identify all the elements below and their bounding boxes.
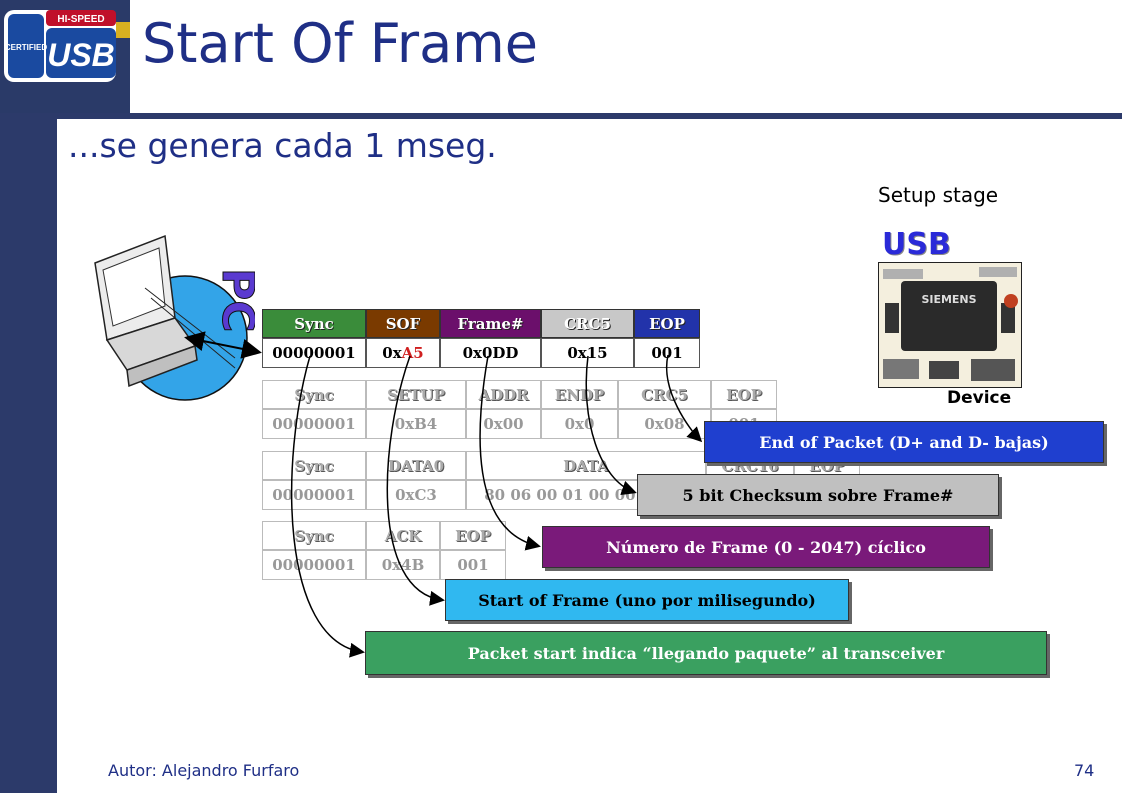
data-hdr-sync: Sync [262, 451, 366, 480]
usb-logo: HI-SPEED USB CERTIFIED [0, 0, 130, 113]
setup-val-sync: 00000001 [262, 409, 366, 439]
setup-hdr-sync: Sync [262, 380, 366, 409]
sof-val-crc5: 0x15 [541, 338, 634, 368]
setup-val-crc5: 0x08 [618, 409, 711, 439]
ack-hdr-ack: ACK [366, 521, 440, 550]
data-hdr-data0: DATA0 [366, 451, 466, 480]
sof-val-pid-hex: A5 [401, 344, 424, 362]
setup-hdr-addr: ADDR [466, 380, 541, 409]
sof-hdr-sync: Sync [262, 309, 366, 338]
svg-text:SIEMENS: SIEMENS [921, 293, 976, 306]
pc-label: PC [212, 268, 255, 333]
ack-val-sync: 00000001 [262, 550, 366, 580]
setup-hdr-setup: SETUP [366, 380, 466, 409]
ack-val-ack: 0x4B [366, 550, 440, 580]
device-illustration: SIEMENS [878, 262, 1022, 388]
setup-stage-label: Setup stage [878, 183, 999, 207]
sof-hdr-sof: SOF [366, 309, 440, 338]
sof-hdr-frame: Frame# [440, 309, 541, 338]
sof-val-frame: 0x0DD [440, 338, 541, 368]
slide-subtitle: ...se genera cada 1 mseg. [68, 126, 497, 165]
ack-hdr-sync: Sync [262, 521, 366, 550]
setup-val-endp: 0x0 [541, 409, 618, 439]
setup-val-setup: 0xB4 [366, 409, 466, 439]
data-val-data0: 0xC3 [366, 480, 466, 510]
sof-hdr-eop: EOP [634, 309, 700, 338]
sof-val-sync: 00000001 [262, 338, 366, 368]
pc-illustration: PC [85, 228, 264, 403]
device-label: Device [947, 388, 1012, 408]
logo-hispeed-text: HI-SPEED [57, 14, 104, 25]
sof-hdr-crc5: CRC5 [541, 309, 634, 338]
setup-val-addr: 0x00 [466, 409, 541, 439]
ack-val-eop: 001 [440, 550, 506, 580]
ack-hdr-eop: EOP [440, 521, 506, 550]
callout-frame-number: Número de Frame (0 - 2047) cíclico [542, 526, 990, 568]
sof-val-pid-prefix: 0x [382, 344, 402, 362]
callout-crc: 5 bit Checksum sobre Frame# [637, 474, 999, 516]
usb-label: USB [882, 227, 951, 262]
left-sidebar-bar [0, 0, 57, 793]
logo-usb-text: USB [47, 37, 115, 73]
title-underline-bar [57, 113, 1122, 119]
data-val-sync: 00000001 [262, 480, 366, 510]
page-number: 74 [1074, 761, 1095, 780]
setup-hdr-endp: ENDP [541, 380, 618, 409]
callout-sync: Packet start indica “llegando paquete” a… [365, 631, 1047, 675]
setup-hdr-eop: EOP [711, 380, 777, 409]
setup-hdr-crc5: CRC5 [618, 380, 711, 409]
logo-certified-text: CERTIFIED [5, 43, 47, 52]
footer-author: Autor: Alejandro Furfaro [108, 761, 300, 780]
sof-val-eop: 001 [634, 338, 700, 368]
slide-title: Start Of Frame [142, 12, 539, 75]
callout-sof: Start of Frame (uno por milisegundo) [445, 579, 849, 621]
callout-eop: End of Packet (D+ and D- bajas) [704, 421, 1104, 463]
